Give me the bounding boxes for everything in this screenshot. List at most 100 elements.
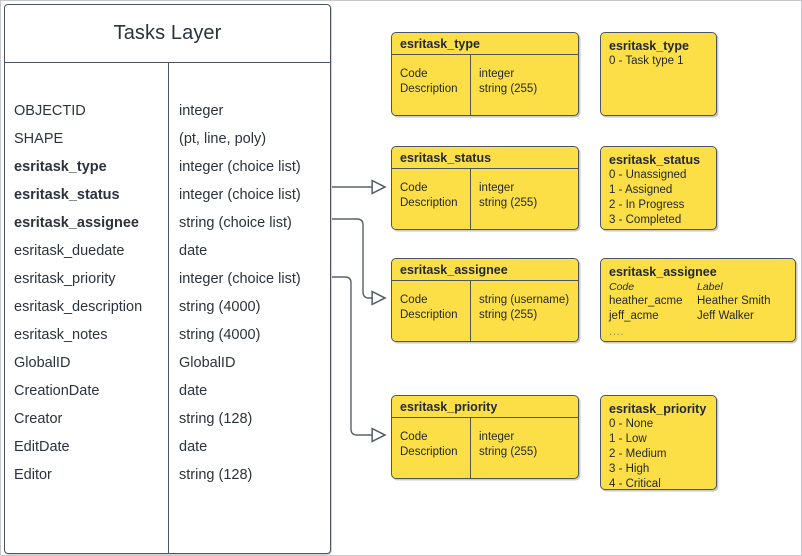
tasks-layer-header: Tasks Layer	[5, 5, 330, 63]
code-table-fields: Code Description	[392, 293, 470, 323]
code-type: integer	[479, 68, 515, 80]
code-table-divider	[470, 55, 472, 115]
code-type: string (255)	[479, 446, 538, 458]
code-table-types: integer string (255)	[470, 67, 578, 97]
value-list-item: 1 - Low	[609, 433, 647, 445]
field-name: esritask_priority	[14, 271, 116, 287]
field-type: date	[179, 439, 208, 455]
field-name: esritask_status	[14, 187, 120, 203]
value-list-header-code: Code	[609, 281, 635, 293]
value-list-title: esritask_type	[609, 39, 689, 53]
field-row: esritask_priority integer (choice list)	[5, 265, 330, 293]
connector-assignee	[332, 218, 385, 298]
field-name: esritask_notes	[14, 327, 108, 343]
code-table-title: esritask_assignee	[392, 259, 578, 281]
value-list-continuation: ....	[609, 326, 625, 338]
value-list-esritask-assignee: esritask_assignee Code Label heather_acm…	[600, 258, 796, 342]
field-name: Creator	[14, 411, 63, 427]
field-type: string (4000)	[179, 327, 261, 343]
field-type: date	[179, 383, 208, 399]
code-field: Code	[400, 68, 428, 80]
value-label: Heather Smith	[697, 295, 771, 307]
value-list-item: 0 - Task type 1	[609, 55, 684, 67]
column-divider	[168, 63, 169, 553]
field-type: string (128)	[179, 411, 253, 427]
value-list-esritask-type: esritask_type 0 - Task type 1	[600, 32, 717, 116]
field-row: esritask_assignee string (choice list)	[5, 209, 330, 237]
field-row: SHAPE (pt, line, poly)	[5, 125, 330, 153]
field-type: (pt, line, poly)	[179, 131, 267, 147]
value-list-title: esritask_status	[609, 153, 701, 167]
field-row: Creator string (128)	[5, 405, 330, 433]
field-row: CreationDate date	[5, 377, 330, 405]
field-name: OBJECTID	[14, 103, 86, 119]
value-list-header: Code Label	[609, 280, 795, 294]
code-table-title: esritask_priority	[392, 396, 578, 418]
value-label: Jeff Walker	[697, 310, 754, 322]
code-table-fields: Code Description	[392, 430, 470, 460]
value-list-item: 1 - Assigned	[609, 184, 673, 196]
code-field: Code	[400, 294, 428, 306]
value-code: jeff_acme	[609, 310, 659, 322]
value-list-item: 0 - None	[609, 418, 654, 430]
code-field: Code	[400, 431, 428, 443]
field-row: Editor string (128)	[5, 461, 330, 489]
field-row: esritask_description string (4000)	[5, 293, 330, 321]
code-table-esritask-status: esritask_status Code Description integer…	[391, 146, 579, 230]
code-type: string (255)	[479, 197, 538, 209]
value-list-item: 3 - Completed	[609, 214, 682, 226]
code-table-divider	[470, 169, 472, 229]
code-table-fields: Code Description	[392, 67, 470, 97]
value-list-title: esritask_assignee	[609, 265, 717, 279]
field-type: string (128)	[179, 467, 253, 483]
code-table-esritask-type: esritask_type Code Description integer s…	[391, 32, 579, 116]
value-list-item: 2 - Medium	[609, 448, 667, 460]
code-table-divider	[470, 418, 472, 478]
code-table-body: Code Description string (username) strin…	[392, 281, 578, 341]
field-row: esritask_notes string (4000)	[5, 321, 330, 349]
value-list-items: 0 - Task type 1	[609, 54, 716, 69]
field-type: string (choice list)	[179, 215, 292, 231]
field-name: SHAPE	[14, 131, 64, 147]
field-type: integer (choice list)	[179, 271, 301, 287]
code-table-esritask-assignee: esritask_assignee Code Description strin…	[391, 258, 579, 342]
value-list-item: 0 - Unassigned	[609, 169, 687, 181]
code-type: string (255)	[479, 83, 538, 95]
field-name: esritask_description	[14, 299, 143, 315]
code-type: string (username)	[479, 294, 570, 306]
field-type: integer	[179, 103, 224, 119]
field-name: esritask_type	[14, 159, 107, 175]
value-list-header-label: Label	[697, 281, 723, 293]
field-name: esritask_assignee	[14, 215, 139, 231]
field-row: GlobalID GlobalID	[5, 349, 330, 377]
connector-priority	[332, 276, 385, 435]
value-list-row: jeff_acme Jeff Walker	[609, 309, 795, 324]
page-title: Tasks Layer	[113, 22, 222, 44]
field-name: CreationDate	[14, 383, 100, 399]
code-field: Description	[400, 83, 458, 95]
field-type: GlobalID	[179, 355, 236, 371]
code-table-types: integer string (255)	[470, 430, 578, 460]
field-name: GlobalID	[14, 355, 71, 371]
field-name: esritask_duedate	[14, 243, 125, 259]
code-table-esritask-priority: esritask_priority Code Description integ…	[391, 395, 579, 479]
code-table-body: Code Description integer string (255)	[392, 169, 578, 229]
code-type: integer	[479, 431, 515, 443]
code-table-title: esritask_type	[392, 33, 578, 55]
value-list-esritask-status: esritask_status 0 - Unassigned 1 - Assign…	[600, 146, 717, 230]
field-name: Editor	[14, 467, 52, 483]
field-type: string (4000)	[179, 299, 261, 315]
value-list-title: esritask_priority	[609, 402, 707, 416]
code-type: integer	[479, 182, 515, 194]
value-list-item: 3 - High	[609, 463, 650, 475]
